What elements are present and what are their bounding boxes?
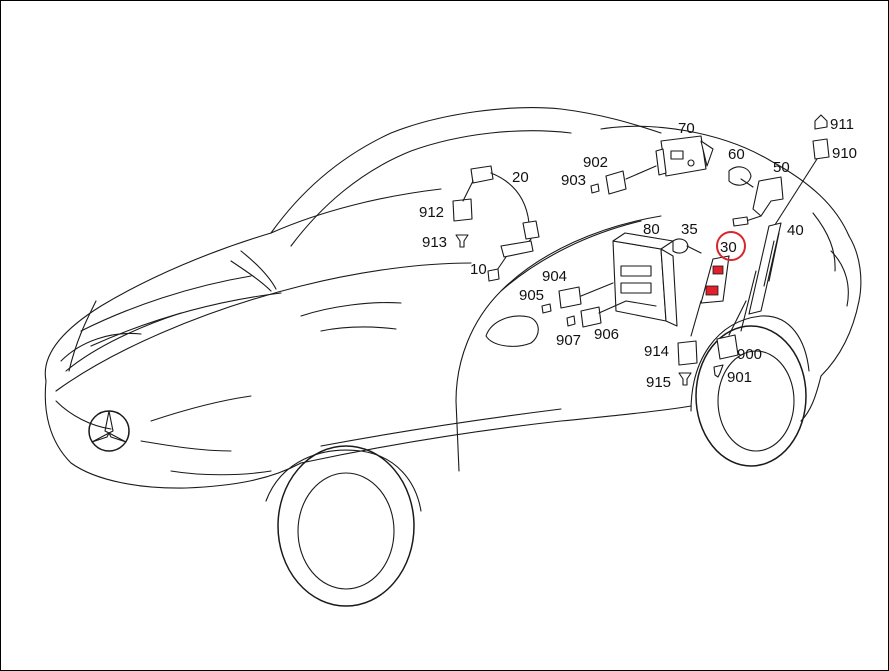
part-35-bolt	[672, 238, 702, 254]
callout-20: 20	[512, 169, 529, 186]
callout-10: 10	[470, 261, 487, 278]
part-70-module	[655, 135, 714, 177]
part-10-cable	[487, 240, 534, 282]
part-902-connector	[590, 165, 657, 195]
part-40-module	[740, 222, 782, 332]
callout-903: 903	[561, 172, 586, 189]
part-20-sensor	[470, 165, 540, 252]
part-914-connector	[677, 340, 698, 386]
callout-30: 30	[720, 239, 737, 256]
part-30-relay	[690, 255, 730, 337]
part-900-connector	[713, 300, 747, 378]
part-912-connector	[452, 180, 474, 248]
callout-905: 905	[519, 287, 544, 304]
callout-904: 904	[542, 268, 567, 285]
callout-911: 911	[830, 116, 854, 133]
part-60-screw	[728, 166, 754, 188]
part-906-connector	[566, 300, 627, 328]
callout-912: 912	[419, 204, 444, 221]
car-body	[44, 107, 862, 607]
callout-40: 40	[787, 222, 804, 239]
callout-906: 906	[594, 326, 619, 343]
callout-915: 915	[646, 374, 671, 391]
callout-35: 35	[681, 221, 698, 238]
callout-labels: 911 70 910 60 902 50 903 20 912 80 35 40…	[419, 116, 857, 391]
part-910-connector	[770, 114, 830, 232]
callout-80: 80	[643, 221, 660, 238]
callout-902: 902	[583, 154, 608, 171]
callout-913: 913	[422, 234, 447, 251]
callout-70: 70	[678, 120, 695, 137]
part-904-connector	[541, 282, 614, 314]
callout-900: 900	[737, 346, 762, 363]
part-50-bracket	[732, 176, 784, 227]
callout-60: 60	[728, 146, 745, 163]
highlight-ring-30	[716, 231, 746, 261]
callout-901: 901	[727, 369, 752, 386]
callout-910: 910	[832, 145, 857, 162]
callout-907: 907	[556, 332, 581, 349]
part-80-control-unit	[612, 232, 678, 327]
callout-914: 914	[644, 343, 669, 360]
callout-50: 50	[773, 159, 790, 176]
